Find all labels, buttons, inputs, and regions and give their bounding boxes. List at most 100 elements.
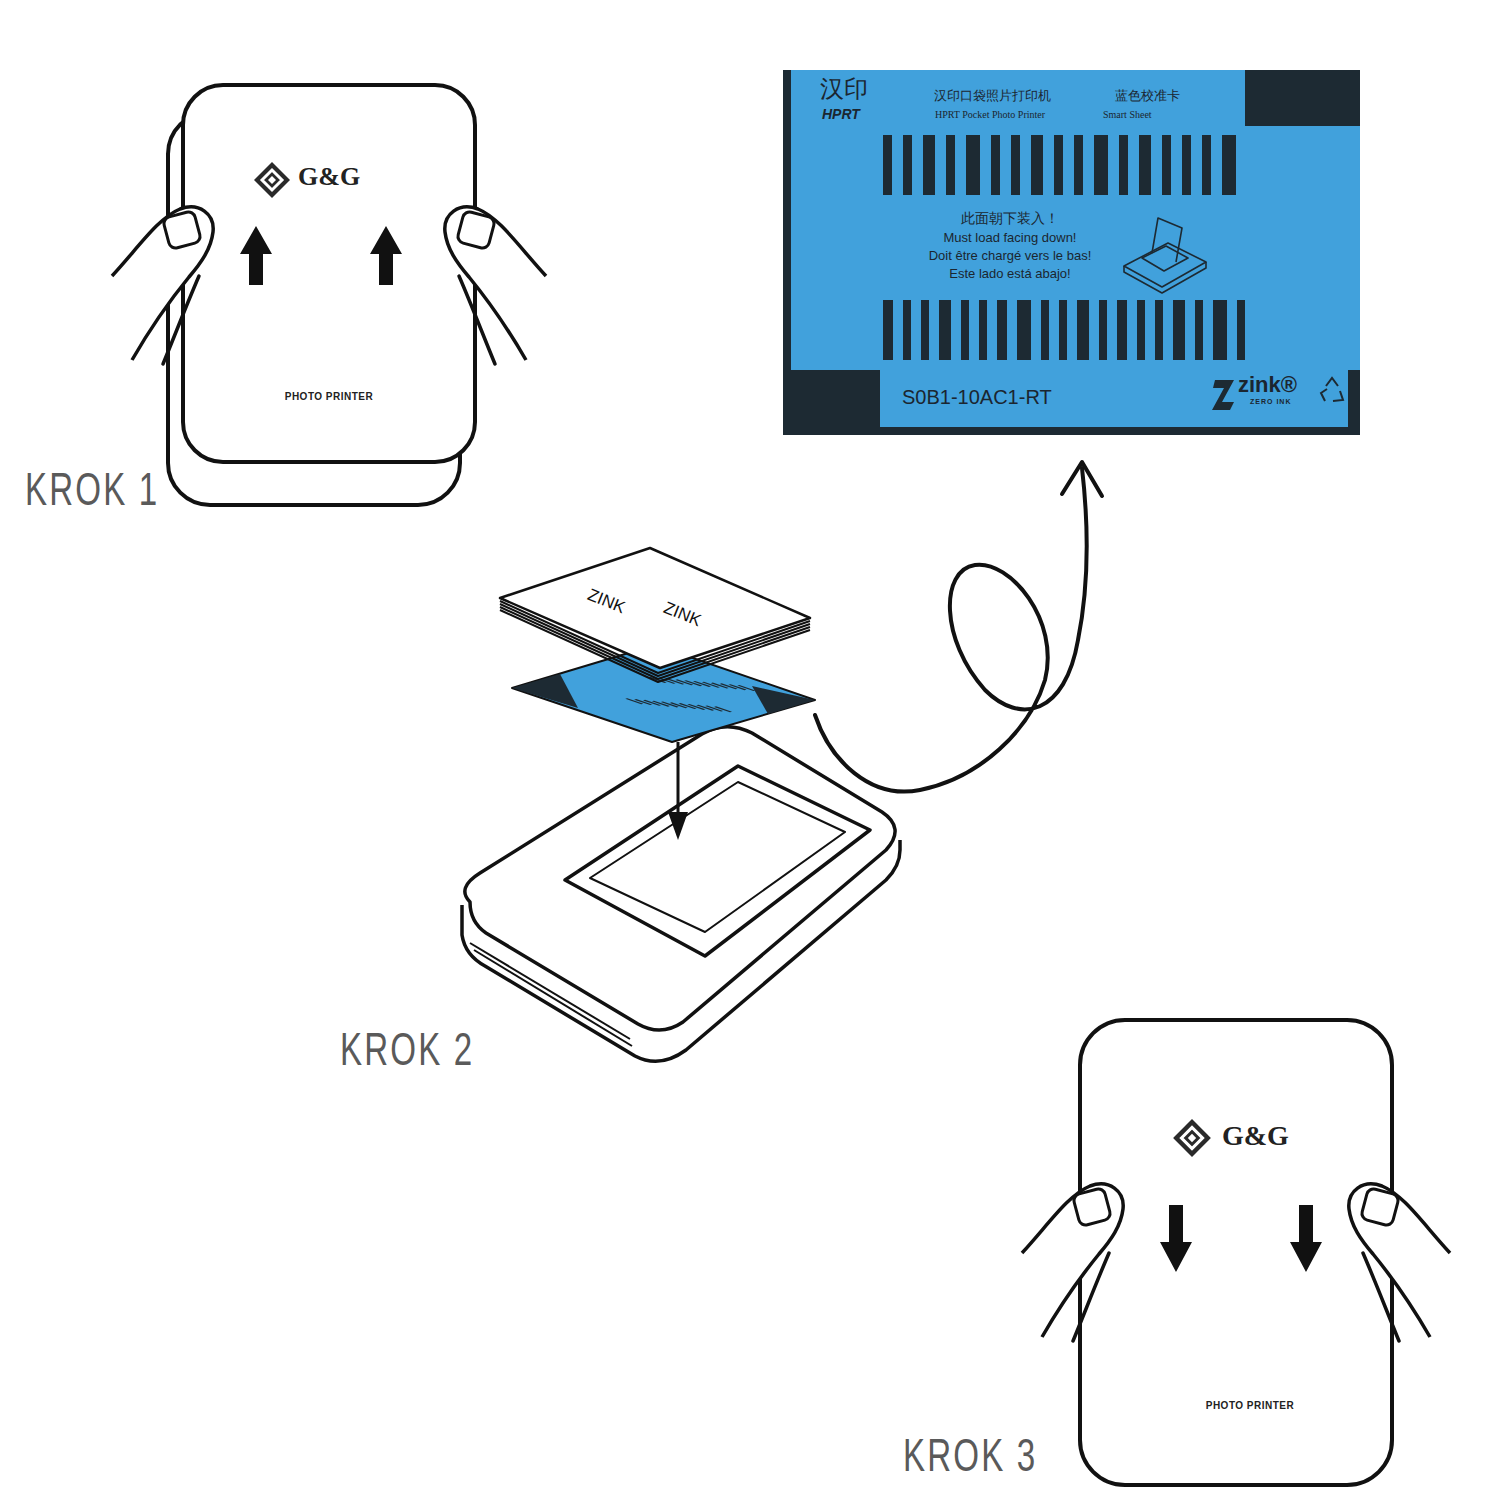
smart-sheet-card-part: [783, 370, 880, 435]
printer-back-illustration-part: [183, 85, 475, 462]
printer-loading-illustration-part: [603, 667, 778, 723]
barcode-part: [1173, 300, 1185, 360]
barcode-part: [1237, 300, 1245, 360]
smart-sheet-card-part: [783, 70, 1360, 435]
zink-logo: zink®: [1238, 372, 1297, 397]
smart-sheet-card-part-part: [1333, 391, 1343, 401]
zink-paper-stack: ZINK ZINK: [500, 548, 810, 673]
printer-loading-illustration: [462, 462, 1102, 1061]
printer-loading-illustration-part-part: [603, 667, 778, 723]
barcode-part: [1162, 135, 1171, 195]
barcode-part: [1011, 135, 1020, 195]
paper-brand: ZINK: [585, 585, 628, 618]
serial-code: S0B1-10AC1-RT: [902, 386, 1052, 409]
printer-back-illustration-part: [112, 207, 213, 364]
product-label: PHOTO PRINTER: [1150, 1400, 1350, 1412]
barcode-part: [903, 135, 912, 195]
barcode-part: [1139, 135, 1151, 195]
smart-sheet-card-part-part: [1321, 389, 1327, 401]
instruction-spanish: Este lado está abajo!: [885, 267, 1135, 282]
printer-back-illustration-part: [370, 226, 402, 285]
paper-brand: ZINK: [661, 598, 704, 631]
barcode-part: [921, 300, 929, 360]
printer-loading-illustration-part: [500, 548, 810, 668]
printer-back-cover: G&G PHOTO PRINTER: [1080, 1020, 1392, 1485]
barcode-part: [1119, 135, 1128, 195]
barcode-part: [883, 300, 893, 360]
printer-loading-illustration-part: [590, 782, 845, 932]
barcode-part: [1017, 300, 1031, 360]
smart-sheet-card-part: [1124, 218, 1206, 293]
printer-back-illustration-part: [240, 226, 272, 285]
barcode-part: [1041, 300, 1049, 360]
smart-sheet-card-part: [783, 427, 1360, 435]
barcode-part: [1059, 300, 1067, 360]
printer-front-illustration-part: [1349, 1184, 1450, 1341]
barcode: [883, 135, 1245, 360]
printer-loading-illustration-part-part-part: [737, 685, 755, 691]
zink-tagline: ZERO INK: [1250, 398, 1291, 406]
barcode-part: [961, 300, 969, 360]
barcode-part: [1074, 135, 1083, 195]
barcode-part: [939, 300, 951, 360]
sheet-name: Smart Sheet: [1103, 109, 1152, 121]
brand-chinese: 汉印: [820, 76, 868, 104]
printer-front-illustration-part: [1022, 1184, 1123, 1341]
printer-loading-illustration-part-part-part: [714, 706, 732, 712]
printer-loading-illustration-part: [815, 468, 1087, 792]
smart-sheet-card-part: [1212, 380, 1234, 410]
step-label: KROK 3: [903, 1432, 1037, 1478]
barcode-part: [1213, 300, 1227, 360]
printer-back-illustration-part: [445, 207, 546, 364]
product-name-chinese: 汉印口袋照片打印机: [934, 89, 1051, 104]
printer-loading-illustration-part: [1062, 462, 1102, 496]
barcode-part: [1202, 135, 1211, 195]
barcode-part: [1137, 300, 1145, 360]
printer-loading-illustration-part: [470, 943, 630, 1039]
instruction-english: Must load facing down!: [885, 231, 1135, 246]
printer-front-illustration-part: [1290, 1205, 1322, 1272]
barcode-part: [1117, 300, 1127, 360]
barcode-part: [1094, 135, 1108, 195]
printer-loading-illustration-part: [565, 766, 870, 956]
smart-sheet-card-part-part: [1152, 218, 1182, 262]
barcode-part: [1054, 135, 1063, 195]
brand-latin: HPRT: [822, 106, 860, 122]
barcode-part: [966, 135, 980, 195]
barcode-part: [1182, 135, 1191, 195]
barcode-part: [1077, 300, 1089, 360]
brand-logo: G&G: [1222, 1120, 1289, 1152]
barcode-part: [979, 300, 987, 360]
printer-front-illustration-part: [1160, 1205, 1192, 1272]
barcode-part: [883, 135, 892, 195]
instruction-chinese: 此面朝下装入！: [885, 210, 1135, 226]
sheet-name-chinese: 蓝色校准卡: [1115, 89, 1180, 104]
smart-sheet-card-part: [1348, 370, 1360, 435]
barcode-part: [1155, 300, 1163, 360]
barcode-part: [991, 135, 1000, 195]
brand-logo: G&G: [298, 162, 360, 192]
printer-loading-illustration-part: [668, 812, 688, 840]
barcode-part: [946, 135, 955, 195]
step-label: KROK 2: [340, 1026, 474, 1072]
printer-front-illustration-part: [1173, 1119, 1211, 1157]
barcode-part: [1195, 300, 1203, 360]
smart-sheet-card-part-part: [1326, 378, 1338, 386]
step-label: KROK 1: [25, 466, 159, 512]
instruction-french: Doit être chargé vers le bas!: [885, 249, 1135, 264]
smart-sheet-card-part-part: [1124, 243, 1206, 287]
printer-back-illustration-part: [254, 162, 290, 198]
printer-loading-illustration-part: [474, 950, 632, 1046]
smart-sheet-card-part: [1245, 70, 1360, 126]
printer-back-illustration: [112, 85, 546, 505]
barcode-part: [1222, 135, 1236, 195]
printer-loading-illustration-part: [752, 686, 815, 714]
barcode-part: [1031, 135, 1043, 195]
printer-loading-illustration-part: [512, 674, 578, 708]
printer-front-illustration-part: [1080, 1020, 1392, 1485]
smart-sheet-card-part-part: [1124, 262, 1206, 293]
printer-back-cover: G&G PHOTO PRINTER: [183, 85, 475, 462]
product-label: PHOTO PRINTER: [229, 391, 429, 403]
barcode-part: [923, 135, 935, 195]
smart-sheet-card-part: [1321, 378, 1343, 401]
